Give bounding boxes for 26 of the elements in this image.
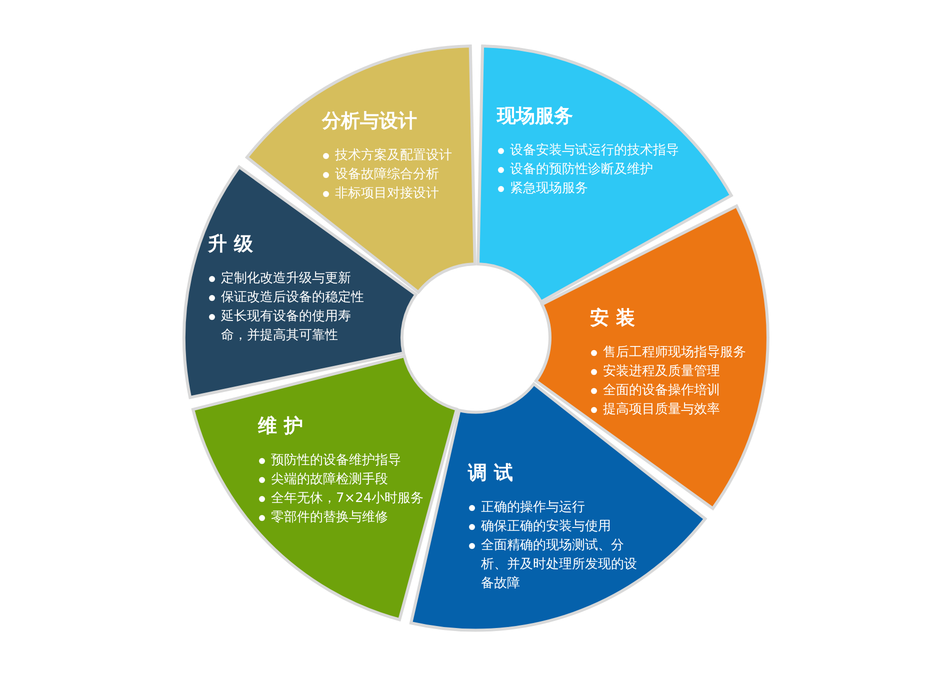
segment-heading: 调试 (468, 460, 521, 486)
bullet-item: 设备故障综合分析 (322, 164, 472, 184)
bullet-item: 设备的预防性诊断及维护 (496, 160, 747, 179)
bullet-item: 零部件的替换与维修 (258, 508, 443, 527)
segment-heading: 现场服务 (496, 104, 574, 129)
bullet-item: 全面精确的现场测试、分析、并及时处理所发现的设备故障 (468, 536, 640, 593)
bullet-item: 全面的设备操作培训 (590, 380, 768, 400)
bullet-item: 保证改造后设备的稳定性 (208, 288, 368, 307)
bullet-item: 全年无休，7×24小时服务 (258, 488, 443, 508)
bullet-item: 售后工程师现场指导服务 (590, 342, 768, 362)
bullet-item: 设备安装与试运行的技术指导 (496, 140, 747, 160)
bullet-item: 确保正确的安装与使用 (468, 516, 640, 536)
bullet-item: 尖端的故障检测手段 (258, 470, 443, 489)
bullet-item: 预防性的设备维护指导 (258, 450, 443, 470)
segment-heading: 维护 (258, 414, 311, 439)
bullet-item: 定制化改造升级与更新 (208, 268, 368, 288)
segment-heading: 安装 (590, 306, 643, 331)
segment-heading: 升级 (208, 232, 261, 257)
bullet-item: 安装进程及质量管理 (590, 362, 768, 381)
bullet-item: 非标项目对接设计 (322, 184, 472, 203)
bullet-item: 紧急现场服务 (496, 178, 747, 198)
segment-heading: 分析与设计 (322, 108, 418, 134)
bullet-item: 提高项目质量与效率 (590, 400, 768, 419)
bullet-item: 正确的操作与运行 (468, 498, 640, 517)
bullet-item: 延长现有设备的使用寿命，并提高其可靠性 (208, 306, 368, 345)
bullet-item: 技术方案及配置设计 (322, 146, 472, 165)
